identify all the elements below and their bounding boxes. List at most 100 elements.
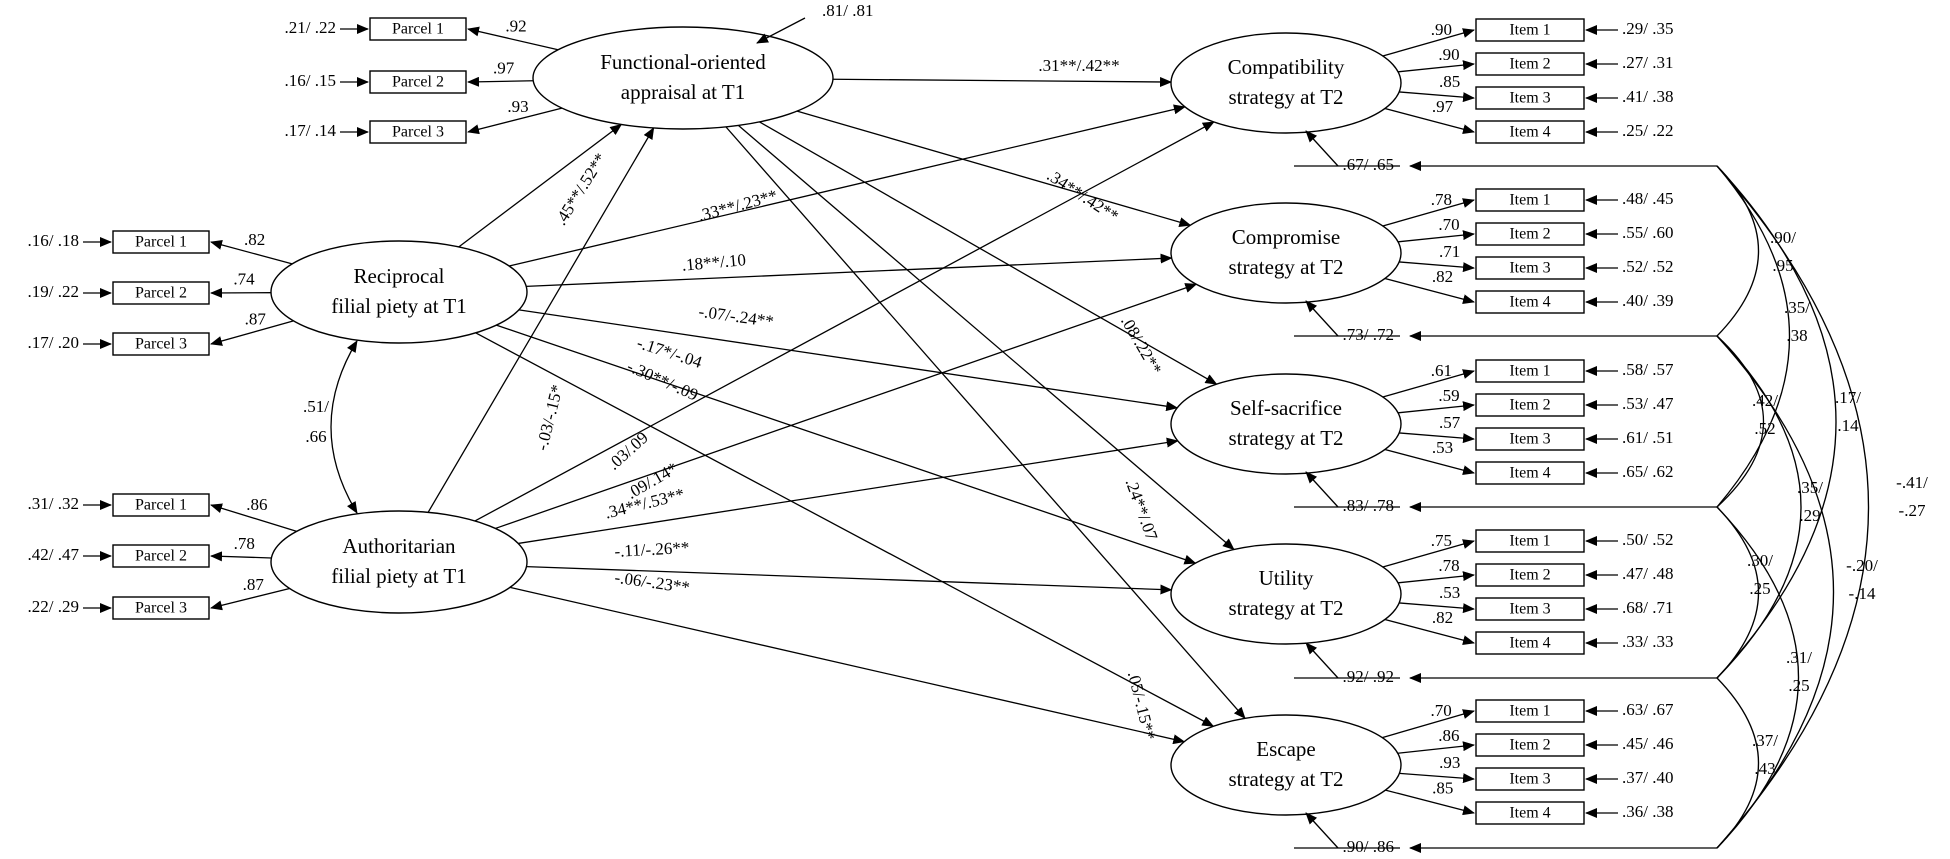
latent-label: Authoritarian xyxy=(342,534,456,558)
error-label: .37/ .40 xyxy=(1622,768,1673,787)
covariance-label: .43 xyxy=(1754,759,1775,778)
latent-label: strategy at T2 xyxy=(1228,85,1343,109)
path-rfp-to-self xyxy=(518,309,1179,412)
path-coefficient-label: .05/-.15** xyxy=(1124,669,1159,741)
loading-label: .74 xyxy=(233,270,255,289)
covariance-label: .30/ xyxy=(1747,551,1773,570)
indicator-box xyxy=(1475,120,1585,144)
indicator-label: Parcel 3 xyxy=(135,336,187,353)
indicator-util-2: Item 2.78.47/ .48 xyxy=(1398,556,1673,587)
residual-arrow xyxy=(756,17,806,44)
path-coefficient-label: .34**/.42** xyxy=(1044,166,1122,226)
indicator-util-4: Item 4.82.33/ .33 xyxy=(1384,608,1673,655)
indicator-box xyxy=(1475,359,1585,383)
indicator-esc-3: Item 3.93.37/ .40 xyxy=(1399,753,1673,791)
latent-ellipse xyxy=(532,26,834,130)
indicator-box xyxy=(112,332,210,356)
path-rfp-to-esc xyxy=(475,332,1215,727)
indicator-foa-1: Parcel 1.92.21/ .22 xyxy=(285,16,559,51)
loading-label: .85 xyxy=(1432,778,1453,797)
error-label: .45/ .46 xyxy=(1622,734,1673,753)
latent-ellipse xyxy=(1170,32,1402,134)
error-label: .63/ .67 xyxy=(1622,700,1674,719)
indicator-box xyxy=(1475,52,1585,76)
covariance-arcs xyxy=(330,161,1869,853)
indicator-self-2: Item 2.59.53/ .47 xyxy=(1398,386,1674,417)
path-coefficient-label: -.11/-.26** xyxy=(614,538,690,561)
path-afp-to-esc xyxy=(509,586,1186,745)
covariance-comp-self xyxy=(1716,165,1790,508)
loading-label: .82 xyxy=(1432,267,1453,286)
covariance-label: .95 xyxy=(1772,256,1793,275)
indicator-label: Parcel 2 xyxy=(135,548,187,565)
indicator-box xyxy=(1475,563,1585,587)
indicator-label: Item 3 xyxy=(1509,260,1550,277)
indicator-label: Parcel 2 xyxy=(135,285,187,302)
error-label: .40/ .39 xyxy=(1622,291,1673,310)
loading-arrow xyxy=(1398,401,1475,414)
loading-arrow xyxy=(1384,107,1475,135)
latent-label: strategy at T2 xyxy=(1228,596,1343,620)
covariance-label: .42/ xyxy=(1752,391,1778,410)
indicator-afp-2: Parcel 2.78.42/ .47 xyxy=(28,534,272,568)
loading-label: .70 xyxy=(1431,701,1452,720)
indicator-label: Item 1 xyxy=(1509,363,1550,380)
indicator-box xyxy=(1475,188,1585,212)
loading-label: .93 xyxy=(507,97,528,116)
path-afp-to-util xyxy=(526,565,1173,595)
loading-label: .97 xyxy=(1432,97,1454,116)
latent-label: filial piety at T1 xyxy=(331,294,467,318)
indicator-box xyxy=(112,493,210,517)
path-rfp-to-util xyxy=(496,324,1197,565)
latent-label: strategy at T2 xyxy=(1228,426,1343,450)
latent-label: Functional-oriented xyxy=(600,50,766,74)
path-coefficient-label: .24**/.07 xyxy=(1122,476,1162,543)
indicator-self-1: Item 1.61.58/ .57 xyxy=(1382,359,1674,398)
loading-arrow xyxy=(1382,369,1475,398)
error-label: .53/ .47 xyxy=(1622,394,1674,413)
error-label: .68/ .71 xyxy=(1622,598,1673,617)
error-label: .27/ .31 xyxy=(1622,53,1673,72)
indicator-self-3: Item 3.57.61/ .51 xyxy=(1399,413,1673,451)
indicator-comp-4: Item 4.97.25/ .22 xyxy=(1384,97,1673,144)
covariance-label: .25 xyxy=(1749,579,1770,598)
covariance-label: -.41/ xyxy=(1896,473,1928,492)
indicator-label: Parcel 3 xyxy=(135,600,187,617)
latent-label: Compromise xyxy=(1232,225,1341,249)
latent-ellipse xyxy=(1170,202,1402,304)
error-label: .65/ .62 xyxy=(1622,462,1673,481)
indicator-compr-1: Item 1.78.48/ .45 xyxy=(1382,188,1673,227)
loading-arrow xyxy=(1399,772,1475,784)
loading-label: .82 xyxy=(1432,608,1453,627)
residual-label: .83/ .78 xyxy=(1343,496,1394,515)
path-foa-to-comp xyxy=(832,76,1173,87)
latent-label: Utility xyxy=(1259,566,1314,590)
loading-label: .57 xyxy=(1439,413,1461,432)
path-rfp-to-foa xyxy=(458,123,623,248)
latent-label: Compatibility xyxy=(1228,55,1345,79)
loading-arrow xyxy=(1398,230,1475,243)
indicator-afp-1: Parcel 1.86.31/ .32 xyxy=(28,493,297,532)
indicator-box xyxy=(1475,801,1585,825)
loading-arrow xyxy=(1384,448,1475,476)
latent-label: Reciprocal xyxy=(354,264,445,288)
indicator-box xyxy=(1475,767,1585,791)
latent-rfp: Reciprocal filial piety at T1 xyxy=(270,240,528,344)
loading-arrow xyxy=(1384,277,1475,305)
path-coefficient-label: .03/.09 xyxy=(604,428,652,474)
loading-arrow xyxy=(210,551,272,562)
indicator-esc-2: Item 2.86.45/ .46 xyxy=(1397,726,1673,757)
loading-label: .59 xyxy=(1438,386,1459,405)
loading-arrow xyxy=(1382,198,1475,227)
covariance-label: .35/ xyxy=(1784,298,1810,317)
latent-ellipse xyxy=(270,240,528,344)
indicator-box xyxy=(1475,699,1585,723)
latent-ellipse xyxy=(1170,543,1402,645)
error-label: .52/ .52 xyxy=(1622,257,1673,276)
